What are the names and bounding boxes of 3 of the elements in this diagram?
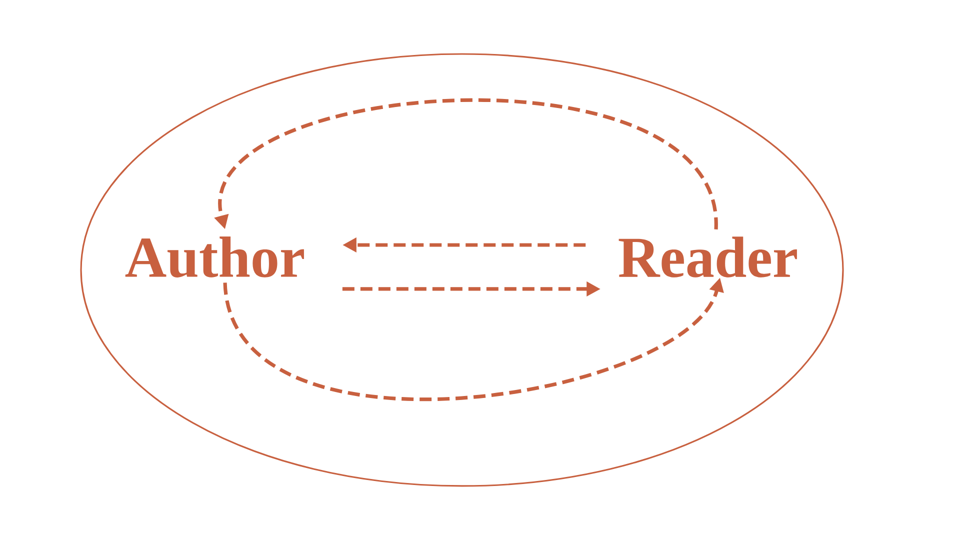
node-label: Reader: [618, 236, 797, 278]
node-label: Author: [125, 236, 304, 278]
outer-ellipse: [80, 53, 844, 487]
